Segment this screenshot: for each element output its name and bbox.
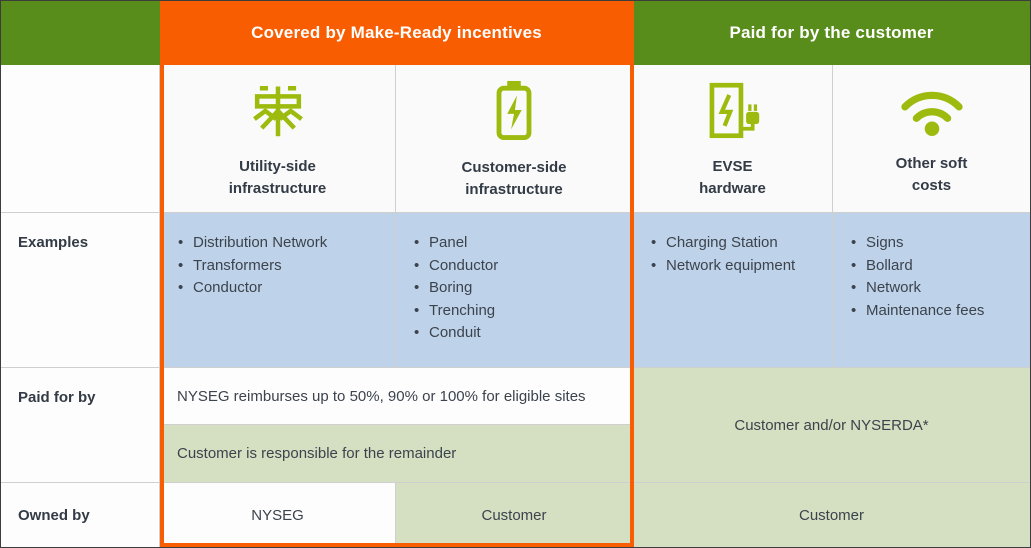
- column-utility-side: Utility-side infrastructure: [160, 65, 396, 213]
- customer-remainder-cell: Customer is responsible for the remainde…: [160, 425, 633, 483]
- column-label-customer-side: Customer-side infrastructure: [461, 159, 567, 198]
- example-item: Network equipment: [651, 255, 824, 278]
- examples-evse-list: Charging StationNetwork equipment: [633, 213, 832, 277]
- icon-row-label-cell: [1, 65, 160, 213]
- examples-soft-costs-list: SignsBollardNetworkMaintenance fees: [833, 213, 1030, 322]
- owned-by-row-label: Owned by: [1, 483, 160, 547]
- example-item: Signs: [851, 232, 1022, 255]
- column-label-evse: EVSE hardware: [699, 158, 766, 197]
- header-covered-by-make-ready: Covered by Make-Ready incentives: [160, 1, 633, 65]
- utility-pole-icon: [252, 86, 303, 137]
- battery-charging-icon: [496, 81, 532, 141]
- column-label-utility: Utility-side infrastructure: [228, 158, 327, 197]
- example-item: Panel: [414, 232, 624, 255]
- example-item: Conduit: [414, 322, 624, 345]
- owned-by-utility-cell: NYSEG: [160, 483, 396, 547]
- nyseg-reimburses-cell: NYSEG reimburses up to 50%, 90% or 100% …: [160, 368, 633, 425]
- evse-charger-icon: [709, 83, 759, 139]
- owned-by-right-cell: Customer: [633, 483, 1030, 547]
- example-item: Network: [851, 277, 1022, 300]
- examples-utility-list: Distribution NetworkTransformersConducto…: [160, 213, 395, 300]
- examples-evse-cell: Charging StationNetwork equipment: [633, 213, 833, 368]
- header-paid-by-customer: Paid for by the customer: [633, 1, 1030, 65]
- column-customer-side: Customer-side infrastructure: [396, 65, 633, 213]
- header-corner-cell: [1, 1, 160, 65]
- example-item: Conductor: [414, 255, 624, 278]
- example-item: Charging Station: [651, 232, 824, 255]
- owned-by-customer-side-cell: Customer: [396, 483, 633, 547]
- examples-customer-side-list: PanelConductorBoringTrenchingConduit: [396, 213, 632, 345]
- example-item: Transformers: [178, 255, 387, 278]
- examples-utility-cell: Distribution NetworkTransformersConducto…: [160, 213, 396, 368]
- customer-nyserda-cell: Customer and/or NYSERDA*: [633, 368, 1030, 483]
- column-evse-hardware: EVSE hardware: [633, 65, 833, 213]
- example-item: Bollard: [851, 255, 1022, 278]
- example-item: Boring: [414, 277, 624, 300]
- column-other-soft-costs: Other soft costs: [833, 65, 1030, 213]
- example-item: Conductor: [178, 277, 387, 300]
- column-label-soft-costs: Other soft costs: [895, 155, 968, 194]
- paid-for-by-row-label: Paid for by: [1, 368, 160, 483]
- examples-customer-side-cell: PanelConductorBoringTrenchingConduit: [396, 213, 633, 368]
- example-item: Trenching: [414, 300, 624, 323]
- examples-soft-costs-cell: SignsBollardNetworkMaintenance fees: [833, 213, 1030, 368]
- examples-row-label: Examples: [1, 213, 160, 368]
- example-item: Maintenance fees: [851, 300, 1022, 323]
- wifi-icon: [900, 91, 963, 137]
- example-item: Distribution Network: [178, 232, 387, 255]
